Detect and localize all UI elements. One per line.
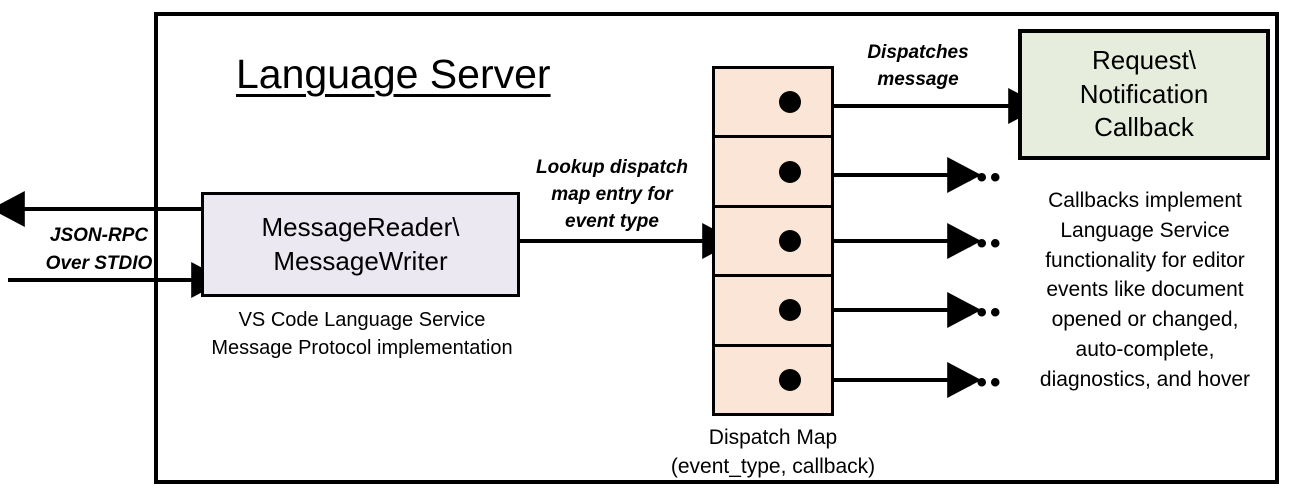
language-server-frame — [154, 12, 1279, 484]
lookup-label-line-1: Lookup dispatch — [536, 157, 688, 178]
message-reader-caption-line-1: VS Code Language Service — [238, 309, 486, 331]
page-title: Language Server — [236, 51, 551, 97]
lookup-dispatch-label: Lookup dispatch map entry for event type — [521, 155, 703, 236]
dispatch-map-caption: Dispatch Map (event_type, callback) — [633, 423, 913, 482]
message-reader-writer-box[interactable]: MessageReader\ MessageWriter — [201, 192, 520, 297]
message-writer-label: MessageWriter — [273, 245, 448, 276]
jsonrpc-transport-label: JSON-RPC Over STDIO — [34, 222, 164, 277]
callback-line-2: Notification — [1079, 78, 1209, 109]
callback-caption-line-2: Language Service — [1060, 218, 1230, 242]
message-reader-caption-line-2: Message Protocol implementation — [211, 337, 513, 360]
dispatch-map-caption-line-2: (event_type, callback) — [670, 455, 876, 479]
callback-caption-line-1: Callbacks implement — [1048, 189, 1242, 212]
dispatch-map-row[interactable] — [715, 347, 831, 413]
dispatches-message-line-2: message — [877, 68, 959, 90]
callback-caption-line-5: opened or changed, — [1051, 308, 1239, 332]
dispatch-map-row[interactable] — [715, 208, 831, 278]
jsonrpc-label-line-2: Over STDIO — [45, 252, 153, 274]
dispatch-map-row[interactable] — [715, 277, 831, 347]
dispatch-entry-dot-icon — [779, 160, 801, 183]
dispatch-map-row[interactable] — [715, 138, 831, 208]
lookup-label-line-3: event type — [565, 210, 659, 232]
ellipsis-row-5: ••• — [963, 366, 1004, 399]
callback-caption: Callbacks implement Language Service fun… — [1014, 186, 1276, 395]
request-notification-callback-box[interactable]: Request\ Notification Callback — [1018, 29, 1270, 160]
message-reader-label: MessageReader\ — [261, 212, 460, 243]
ellipsis-row-2: ••• — [963, 161, 1004, 194]
dispatch-map-table[interactable] — [712, 66, 834, 416]
ellipsis-row-4: ••• — [963, 296, 1004, 329]
dispatch-entry-dot-icon — [779, 368, 801, 391]
callback-caption-line-4: events like document — [1046, 278, 1244, 302]
dispatch-map-caption-line-1: Dispatch Map — [708, 426, 838, 449]
lookup-label-line-2: map entry for — [551, 183, 673, 205]
callback-caption-line-6: auto-complete, — [1075, 338, 1215, 362]
dispatch-entry-dot-icon — [779, 91, 801, 114]
callback-line-3: Callback — [1094, 112, 1194, 143]
dispatches-message-line-1: Dispatches — [867, 42, 969, 63]
message-reader-caption: VS Code Language Service Message Protoco… — [182, 306, 542, 363]
dispatch-entry-dot-icon — [779, 299, 801, 322]
ellipsis-row-3: ••• — [963, 227, 1004, 260]
dispatches-message-label: Dispatches message — [838, 40, 998, 94]
dispatch-map-row[interactable] — [715, 69, 831, 139]
callback-line-1: Request\ — [1091, 44, 1197, 75]
jsonrpc-label-line-1: JSON-RPC — [49, 225, 149, 246]
callback-caption-line-7: diagnostics, and hover — [1039, 367, 1251, 391]
dispatch-entry-dot-icon — [779, 230, 801, 253]
callback-caption-line-3: functionality for editor — [1045, 248, 1245, 272]
